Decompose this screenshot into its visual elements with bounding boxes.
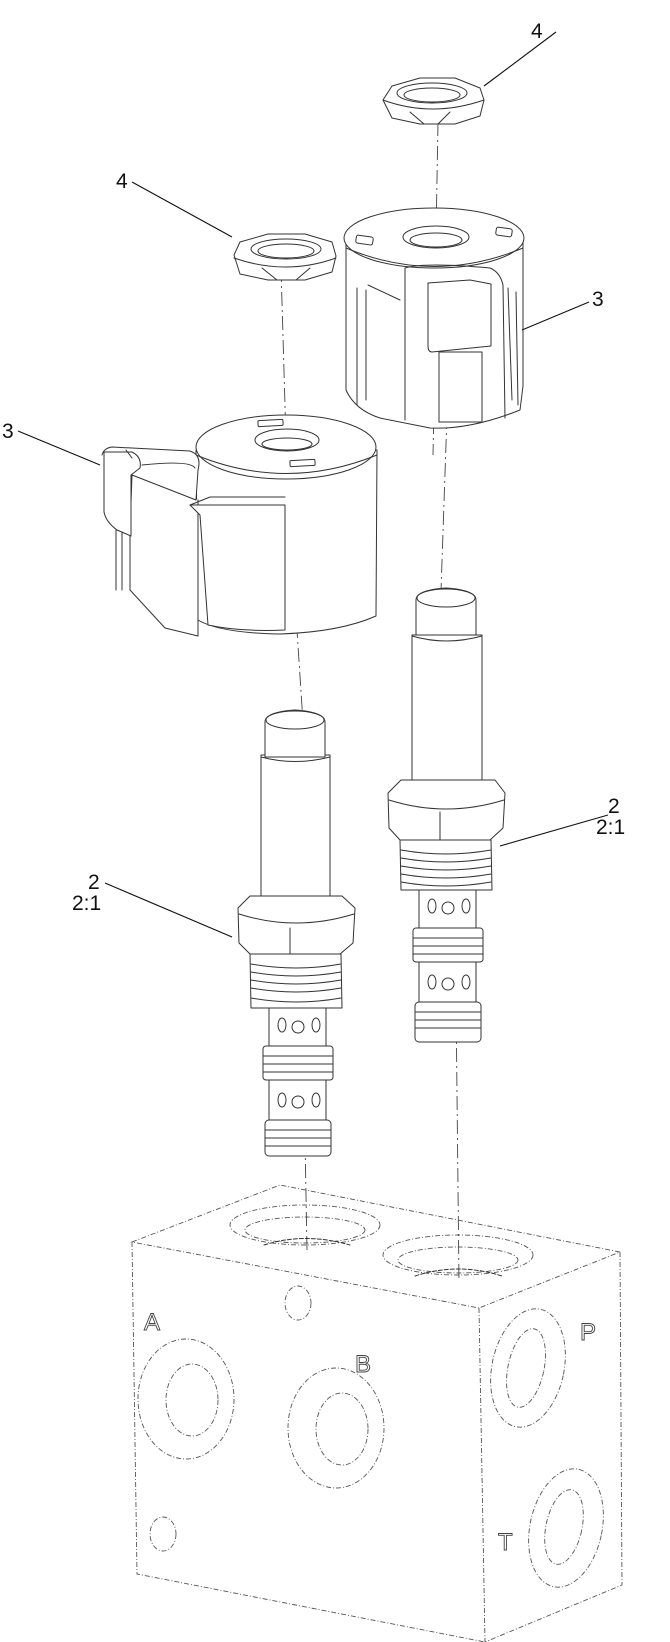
solenoid-coil-right — [343, 207, 525, 429]
callout-qty-2-right: 2:1 — [596, 816, 625, 839]
callout-item-3-left: 3 — [2, 420, 14, 443]
nut-right — [382, 77, 485, 125]
cartridge-valve-left — [237, 709, 356, 1157]
solenoid-coil-left — [101, 414, 378, 637]
cartridge-valve-right — [387, 587, 506, 1043]
valve-block — [130, 1184, 623, 1642]
port-label-t: T — [498, 1529, 513, 1556]
callout-item-4-left: 4 — [116, 170, 128, 193]
nut-left — [233, 233, 337, 281]
port-label-p: P — [580, 1319, 596, 1346]
callout-qty-2-left: 2:1 — [72, 892, 101, 915]
callout-item-2-right: 2 — [608, 795, 620, 818]
port-label-a: A — [144, 1309, 160, 1336]
port-label-b: B — [355, 1351, 371, 1378]
callout-item-2-left: 2 — [88, 871, 100, 894]
callout-item-3-right: 3 — [592, 288, 604, 311]
callout-item-4-right: 4 — [531, 20, 543, 43]
leader-lines — [17, 31, 609, 938]
